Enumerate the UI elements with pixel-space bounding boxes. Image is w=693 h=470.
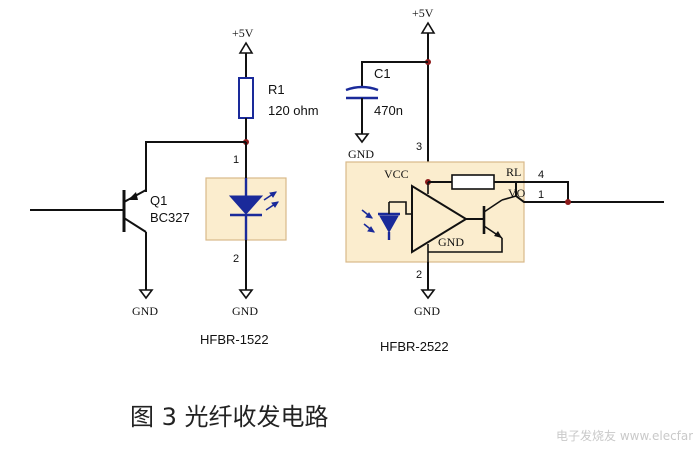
resistor-r1	[238, 77, 254, 119]
capacitor-value: 470n	[374, 103, 403, 118]
supply-label-right: +5V	[412, 6, 434, 20]
vcc-label: VCC	[384, 167, 409, 181]
figure-caption: 图 3 光纤收发电路	[130, 403, 329, 431]
capacitor-gnd-label: GND	[348, 147, 374, 161]
ground-symbol-transistor	[138, 289, 154, 300]
part-label-receiver: HFBR-2522	[380, 339, 449, 354]
output-transistor-icon	[428, 195, 517, 253]
supply-label-left: +5V	[232, 26, 254, 40]
pin-1-label: 1	[538, 189, 544, 201]
junction-dot	[565, 199, 571, 205]
resistor-value: 120 ohm	[268, 103, 319, 118]
pin-2-label: 2	[233, 253, 239, 265]
led-icon	[228, 178, 279, 240]
watermark-text: 电子发烧友 www.elecfans.com	[556, 428, 693, 443]
part-label-transmitter: HFBR-1522	[200, 332, 269, 347]
ground-symbol-receiver	[420, 289, 436, 300]
resistor-rl	[451, 174, 495, 190]
resistor-name: R1	[268, 82, 285, 97]
gnd-label-led: GND	[232, 304, 258, 318]
gnd-internal-label: GND	[438, 235, 464, 249]
transistor-part: BC327	[150, 210, 190, 225]
ground-symbol-led	[238, 289, 254, 300]
photodiode-icon	[361, 201, 412, 240]
gnd-label-receiver: GND	[414, 304, 440, 318]
pin-1-label: 1	[233, 154, 239, 166]
transistor-name: Q1	[150, 193, 167, 208]
amplifier-icon	[411, 182, 468, 262]
rl-label: RL	[506, 165, 521, 179]
supply-arrow-right	[420, 21, 436, 178]
gnd-label-transistor: GND	[132, 304, 158, 318]
transmitter-circuit: +5V R1 120 ohm Q1 BC327 GND 1	[30, 26, 319, 347]
capacitor-name: C1	[374, 66, 391, 81]
pin-2-label-receiver: 2	[416, 269, 422, 281]
supply-arrow-left	[238, 41, 254, 78]
pin-3-label: 3	[416, 141, 422, 153]
pin-4-label: 4	[538, 169, 544, 181]
receiver-circuit: +5V C1 470n GND 3 VCC RL VO	[345, 6, 664, 354]
capacitor-c1	[345, 61, 428, 144]
transistor-q1	[30, 189, 147, 290]
